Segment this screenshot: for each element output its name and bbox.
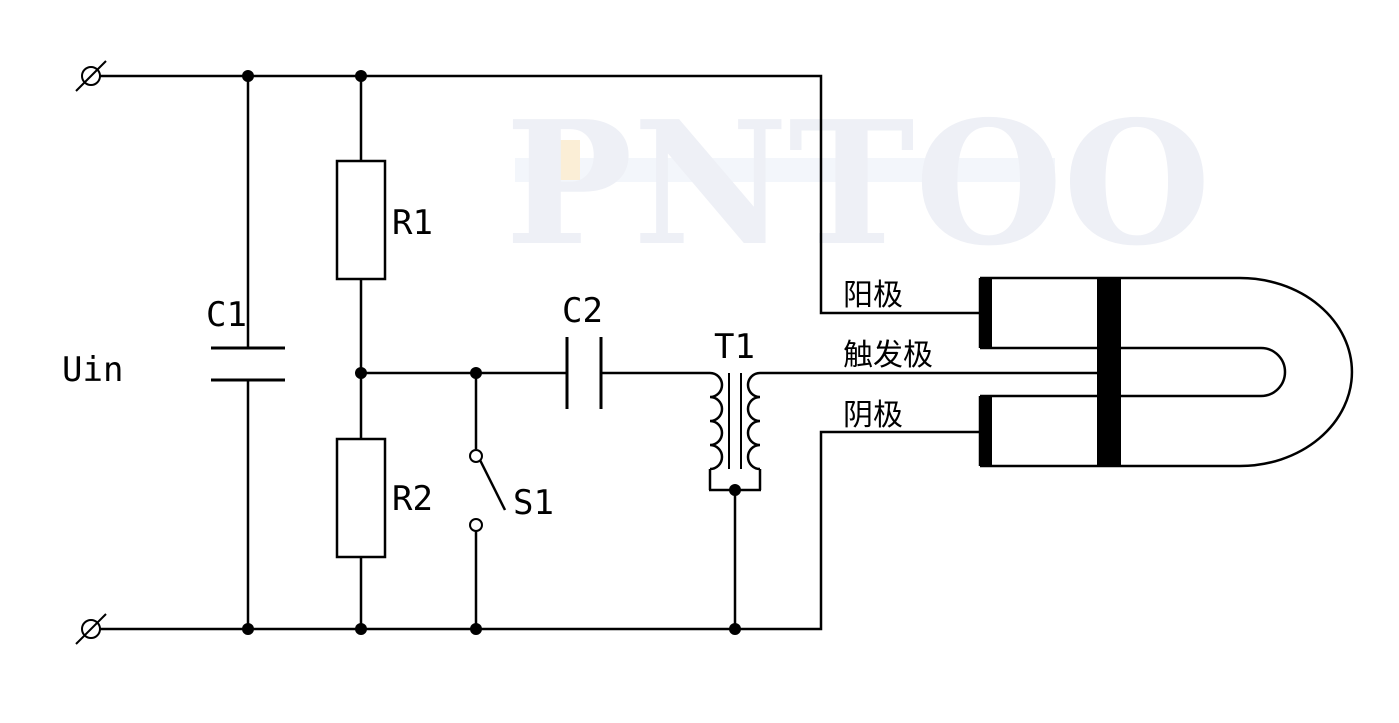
tube-outer-outline	[980, 276, 1354, 468]
top-rail-wire	[100, 74, 980, 315]
s1-label: S1	[513, 483, 554, 523]
cathode-electrode	[980, 396, 992, 466]
trigger-label: 触发极	[843, 338, 933, 373]
trigger-electrode	[1097, 278, 1121, 466]
junction-dot	[470, 623, 482, 635]
junction-dot	[729, 623, 741, 635]
resistor-r1	[335, 76, 387, 373]
junction-dot	[242, 623, 254, 635]
flash-tube	[978, 276, 1354, 468]
capacitor-c1	[211, 76, 285, 629]
r1-label: R1	[392, 203, 433, 243]
junction-dot	[242, 70, 254, 82]
input-voltage-label: Uin	[62, 350, 123, 390]
c1-label: C1	[206, 295, 247, 335]
transformer-t1	[708, 371, 1100, 629]
anode-electrode	[980, 278, 992, 348]
watermark-band	[515, 158, 1055, 182]
t1-secondary-coil	[746, 371, 761, 471]
junction-dot	[470, 367, 482, 379]
s1-blade	[478, 459, 507, 511]
watermark-text: PNTOO	[505, 84, 1211, 284]
t1-label: T1	[714, 327, 755, 367]
junction-dot	[355, 70, 367, 82]
junction-dot	[355, 623, 367, 635]
switch-s1	[469, 373, 507, 629]
watermark-accent	[540, 140, 580, 180]
r2-label: R2	[392, 479, 433, 519]
junction-dot	[729, 484, 741, 496]
junction-dot	[355, 367, 367, 379]
terminal-slash	[75, 60, 107, 92]
s1-contact-top	[469, 449, 483, 463]
junctions	[242, 70, 741, 635]
r2-body	[335, 437, 387, 559]
capacitor-c2	[565, 337, 710, 409]
cathode-label: 阴极	[843, 398, 903, 433]
bottom-rail-wire	[100, 430, 980, 631]
t1-primary-coil	[709, 371, 724, 471]
anode-label: 阳极	[843, 278, 903, 313]
tube-inner-outline	[980, 346, 1287, 398]
r1-body	[335, 159, 387, 281]
watermark: PNTOO	[505, 84, 1211, 284]
terminal-slash	[75, 613, 107, 645]
resistor-r2	[335, 373, 387, 629]
s1-contact-bottom	[469, 518, 483, 532]
c2-label: C2	[562, 291, 603, 331]
